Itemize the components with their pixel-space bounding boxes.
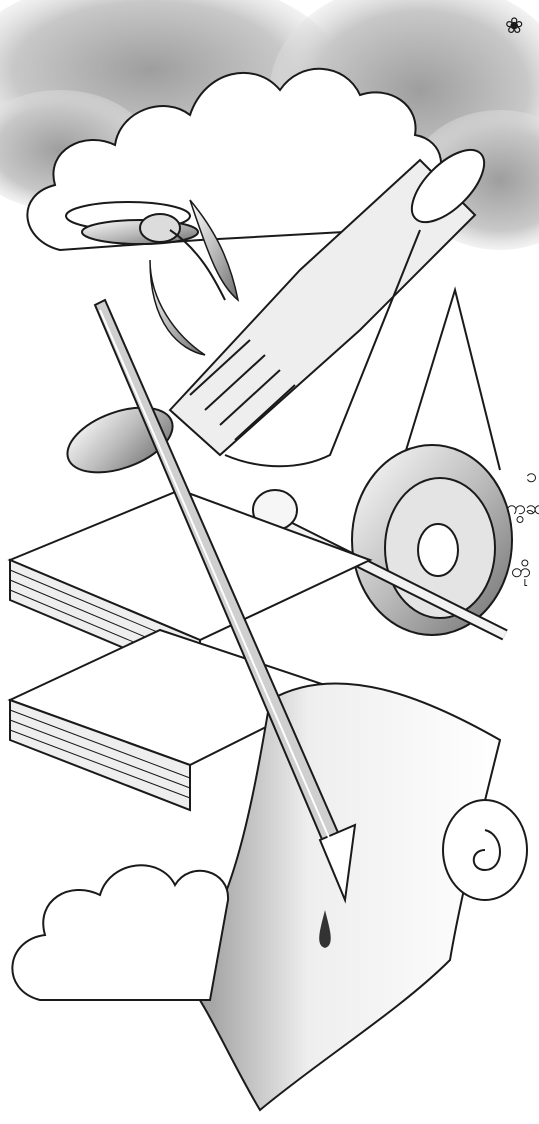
text-fragment-2: ကွဆ — [506, 495, 539, 519]
text-fragment-1: ၁ — [526, 463, 538, 487]
scroll — [178, 682, 528, 1112]
cymbals — [65, 199, 240, 356]
text-fragment-3: တို — [511, 558, 531, 582]
flower-bullet-icon: ❀ — [505, 14, 524, 39]
quill-pen — [93, 298, 357, 904]
cloud-outline-bottom — [11, 864, 230, 1001]
long-drum — [66, 148, 486, 474]
